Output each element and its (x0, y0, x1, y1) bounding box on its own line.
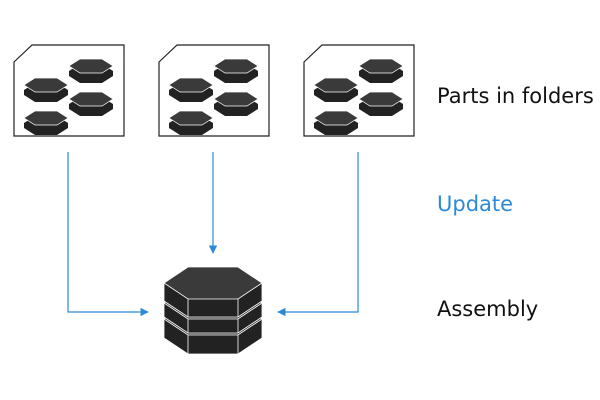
part-hex-icon (23, 77, 69, 102)
arrow-left (67, 152, 149, 317)
assembly-label: Assembly (437, 297, 539, 321)
parts-folder-1 (13, 44, 125, 137)
part-hex-icon (313, 110, 359, 135)
parts-folder-2 (158, 44, 270, 137)
update-arrows (67, 152, 359, 317)
part-hex-icon (213, 91, 259, 116)
assembly-stack-icon (163, 266, 263, 355)
part-hex-icon (23, 110, 69, 135)
part-hex-icon (358, 91, 404, 116)
part-hex-icon (358, 58, 404, 83)
parts-folder-3 (303, 44, 415, 137)
part-hex-icon (168, 77, 214, 102)
parts-in-folders-label: Parts in folders (437, 84, 594, 108)
part-hex-icon (313, 77, 359, 102)
update-label: Update (437, 192, 514, 216)
part-hex-icon (213, 58, 259, 83)
part-hex-icon (68, 58, 114, 83)
part-hex-icon (168, 110, 214, 135)
part-hex-icon (68, 91, 114, 116)
arrow-right (277, 152, 359, 317)
